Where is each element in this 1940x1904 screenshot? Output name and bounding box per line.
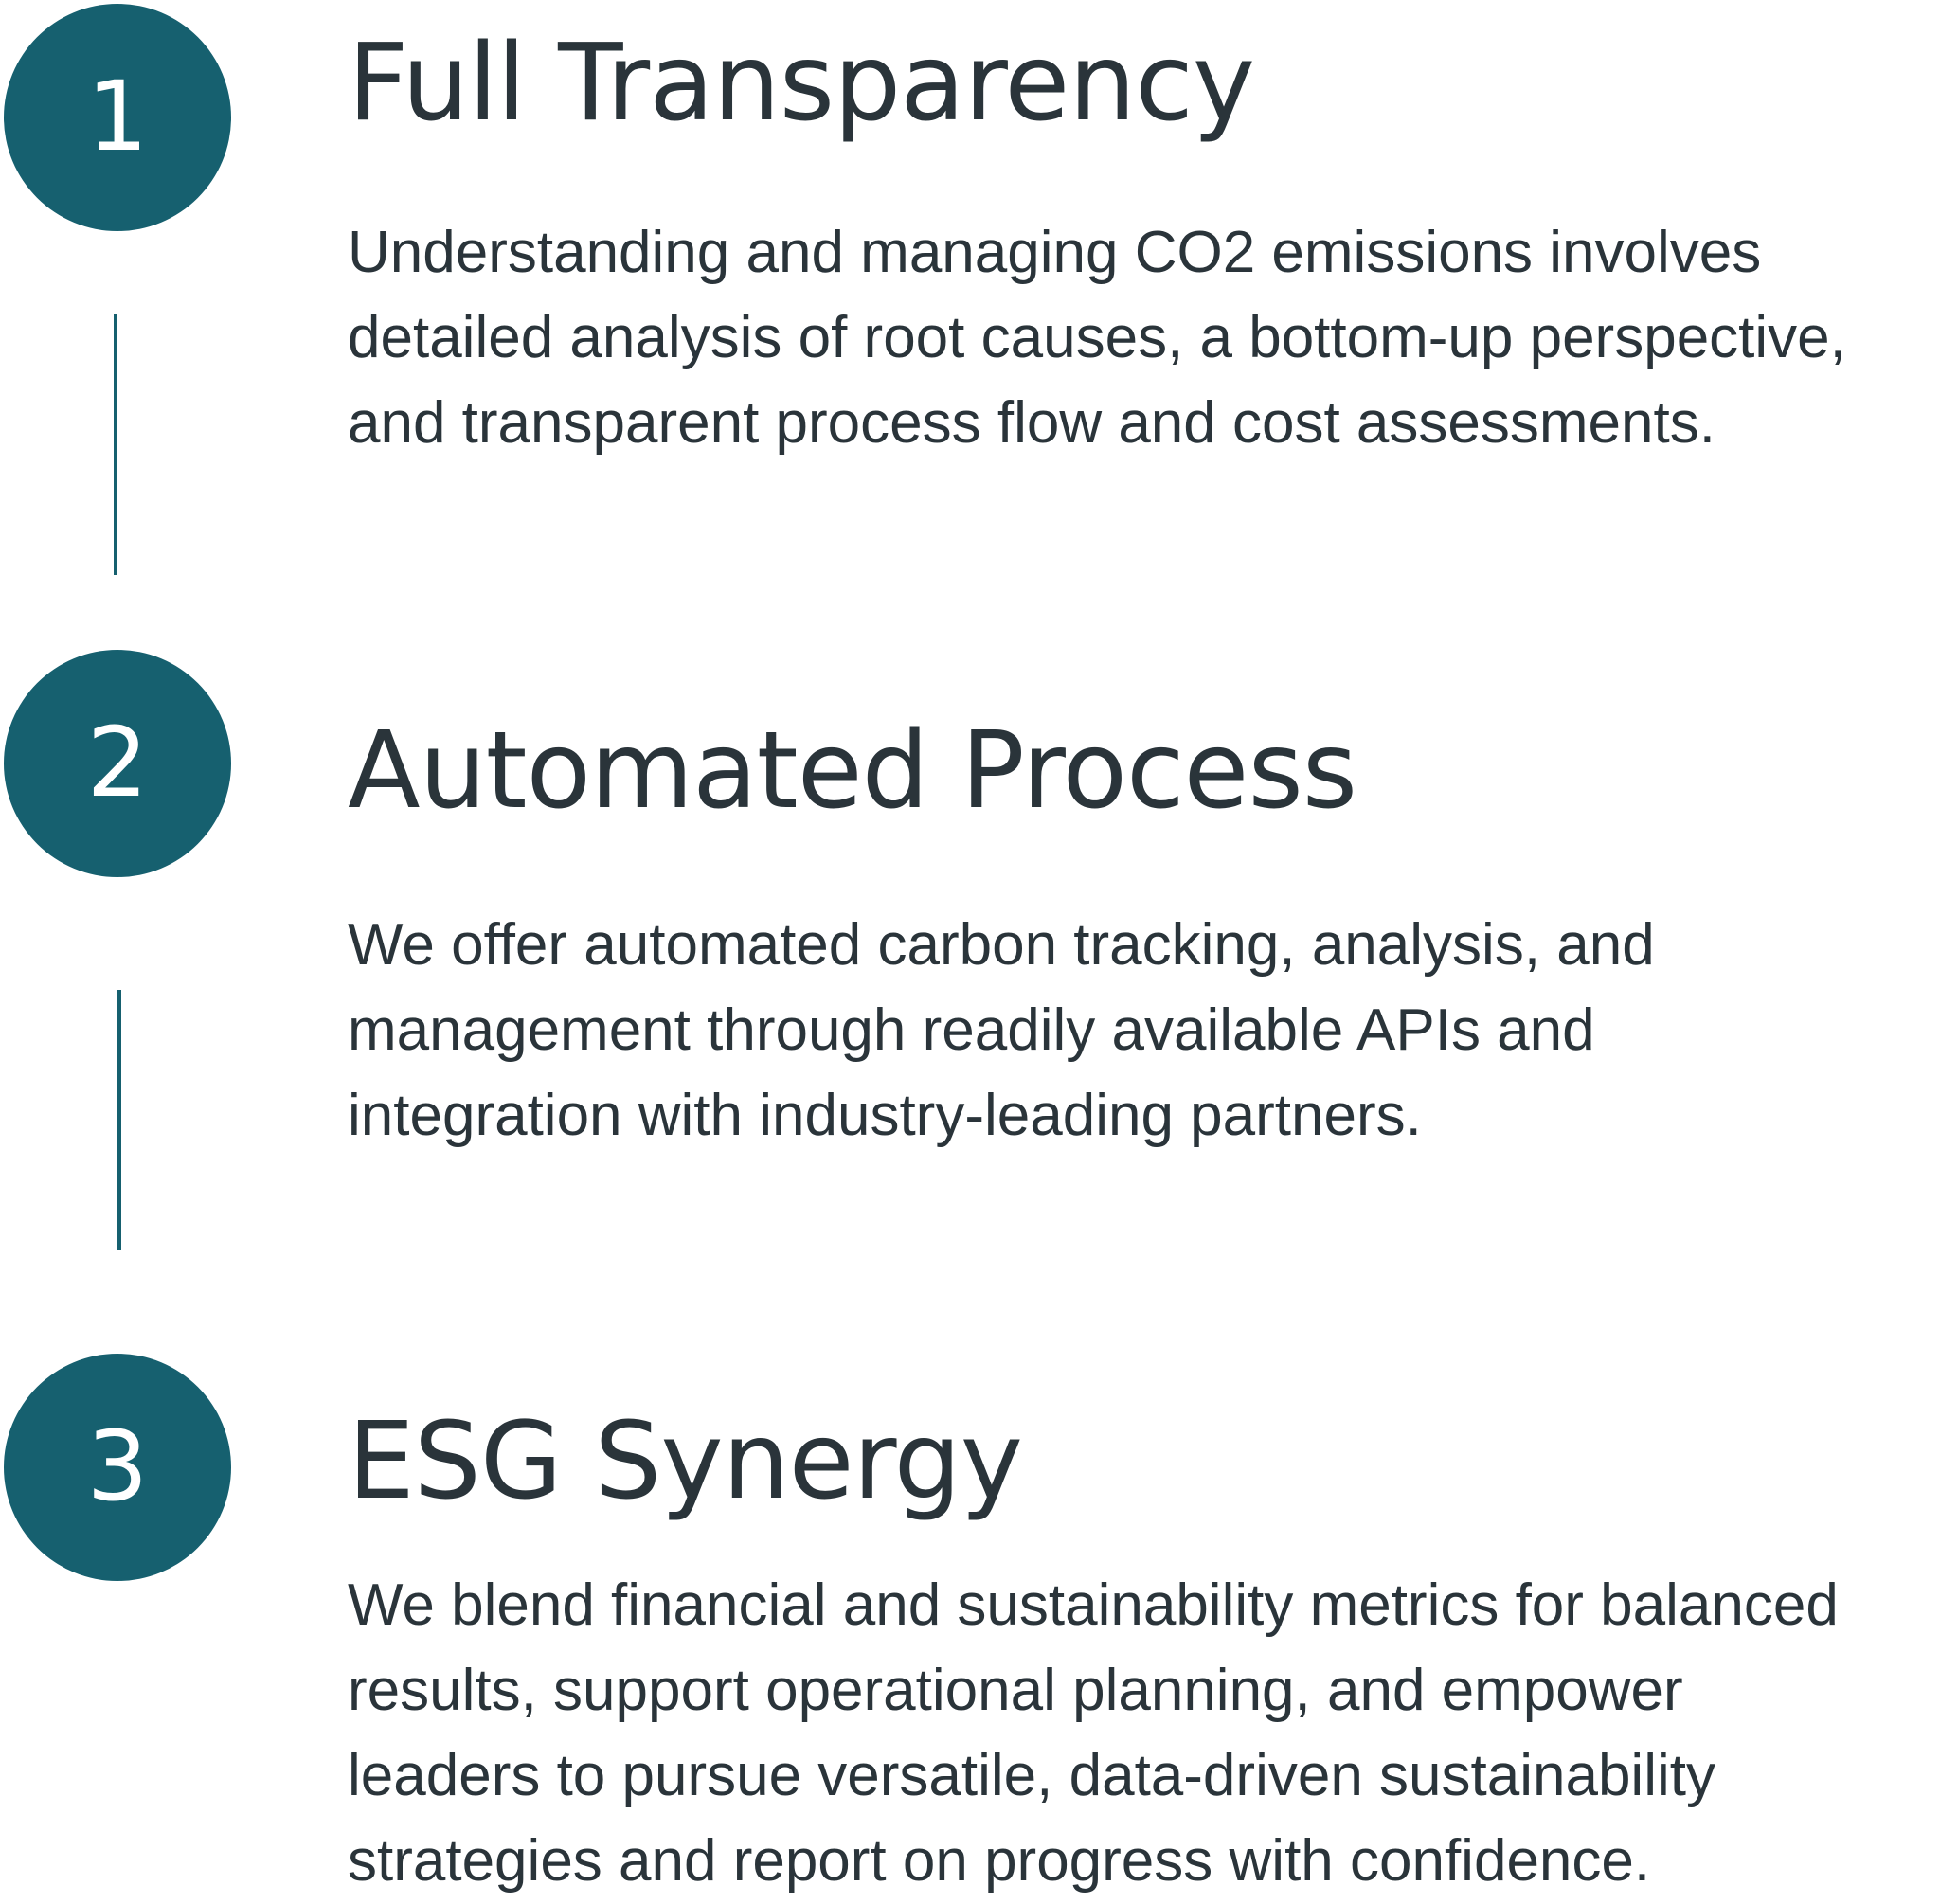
step-2-number: 2 bbox=[86, 707, 149, 819]
step-2-number-badge: 2 bbox=[4, 650, 231, 877]
step-1-2-connector-line bbox=[114, 314, 117, 575]
step-2-title: Automated Process bbox=[348, 710, 1357, 833]
step-1-title: Full Transparency bbox=[348, 22, 1255, 145]
step-1-description: Understanding and managing CO2 emissions… bbox=[348, 220, 1846, 456]
step-2-description: We offer automated carbon tracking, anal… bbox=[348, 912, 1655, 1148]
step-1-number-badge: 1 bbox=[4, 4, 231, 231]
step-2-3-connector-line bbox=[117, 990, 121, 1250]
step-3-description: We blend financial and sustainability me… bbox=[348, 1572, 1839, 1894]
step-3-number: 3 bbox=[86, 1410, 149, 1523]
step-1-number: 1 bbox=[86, 61, 149, 173]
step-3-number-badge: 3 bbox=[4, 1354, 231, 1581]
step-3-title: ESG Synergy bbox=[348, 1400, 1023, 1523]
